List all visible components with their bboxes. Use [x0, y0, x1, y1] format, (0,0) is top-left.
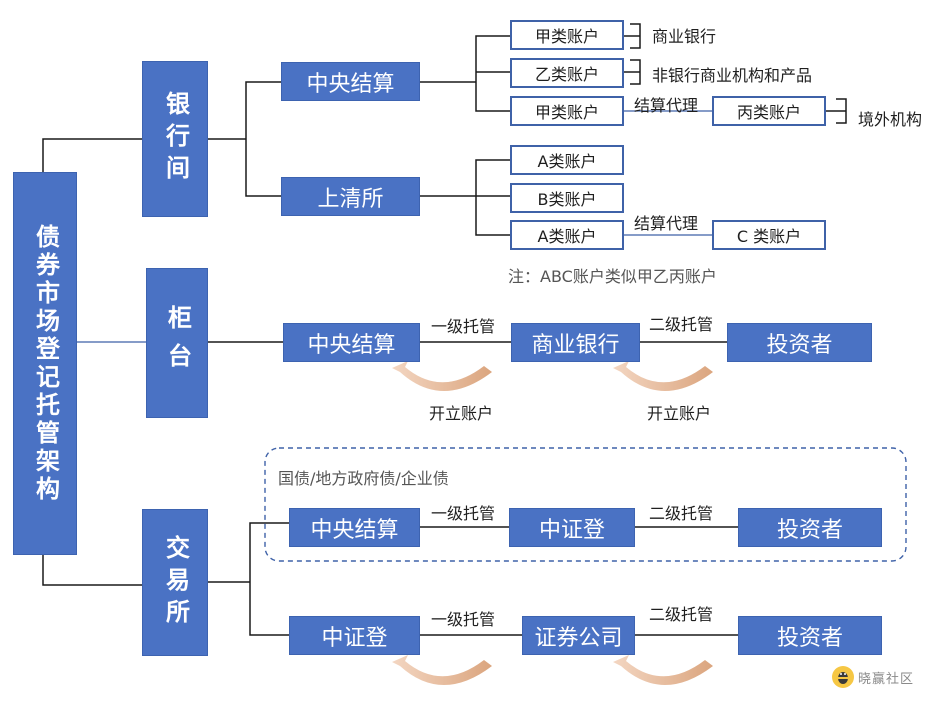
root-box: 债券市场登记托管架构 [13, 172, 77, 555]
note-text: 注：ABC账户类似甲乙丙账户 [508, 267, 717, 286]
agency-label-ccdc: 结算代理 [634, 96, 699, 115]
account-jia-2: 甲类账户 [510, 96, 624, 126]
account-yi: 乙类账户 [510, 58, 624, 88]
counter-level1-label: 一级托管 [431, 317, 496, 336]
root-label: 债券市场登记托管架构 [31, 223, 60, 504]
counter-investor-box: 投资者 [727, 323, 872, 362]
watermark-text: 晓赢社区 [858, 671, 915, 687]
account-a-1: A类账户 [510, 145, 624, 175]
root-to-interbank-line [42, 138, 142, 172]
curved-arrow-icon [392, 361, 492, 391]
exchange-level1-label: 一级托管 [431, 504, 496, 523]
agency-label-shch: 结算代理 [634, 214, 699, 233]
account-bing: 丙类账户 [712, 96, 826, 126]
interbank-ccdc-box: 中央结算 [281, 62, 420, 101]
exchange-level2b-label: 二级托管 [649, 605, 714, 624]
exchange-csdc-box: 中证登 [509, 508, 635, 547]
account-a-2: A类账户 [510, 220, 624, 250]
exchange-group-label: 国债/地方政府债/企业债 [278, 469, 449, 488]
counter-open2-label: 开立账户 [647, 404, 712, 423]
interbank-bracket-line [245, 81, 281, 197]
account-jia-1: 甲类账户 [510, 20, 624, 50]
shch-accounts-bracket [475, 159, 510, 236]
interbank-shch-box: 上清所 [281, 177, 420, 216]
holder-non-bank: 非银行商业机构和产品 [652, 66, 813, 85]
holder-foreign: 境外机构 [858, 110, 923, 129]
account-c: C 类账户 [712, 220, 826, 250]
exchange-dashed-group [264, 447, 907, 562]
market-exchange: 交易所 [142, 509, 208, 656]
market-exchange-label: 交易所 [161, 534, 190, 631]
curved-arrow-icon [392, 655, 492, 685]
curved-arrow-icon [613, 361, 713, 391]
exchange-investor2-box: 投资者 [738, 616, 882, 655]
bee-icon [832, 666, 854, 688]
exchange-bracket-line [249, 522, 289, 636]
market-counter-label: 柜台 [163, 305, 192, 381]
ccdc-accounts-bracket [475, 35, 510, 112]
exchange-investor-box: 投资者 [738, 508, 882, 547]
counter-ccdc-box: 中央结算 [283, 323, 420, 362]
market-interbank: 银行间 [142, 61, 208, 217]
exchange-csdc2-box: 中证登 [289, 616, 420, 655]
exchange-level2-label: 二级托管 [649, 504, 714, 523]
exchange-ccdc-box: 中央结算 [289, 508, 420, 547]
exchange-broker-box: 证券公司 [522, 616, 635, 655]
account-b: B类账户 [510, 183, 624, 213]
exchange-level1b-label: 一级托管 [431, 610, 496, 629]
root-to-exchange-line [42, 555, 142, 586]
market-interbank-label: 银行间 [161, 91, 190, 187]
market-counter: 柜台 [146, 268, 208, 418]
counter-bank-box: 商业银行 [511, 323, 640, 362]
counter-level2-label: 二级托管 [649, 315, 714, 334]
counter-open1-label: 开立账户 [429, 404, 494, 423]
watermark-logo: 晓赢社区 [832, 666, 914, 688]
holder-commercial-bank: 商业银行 [652, 27, 717, 46]
curved-arrow-icon [613, 655, 713, 685]
